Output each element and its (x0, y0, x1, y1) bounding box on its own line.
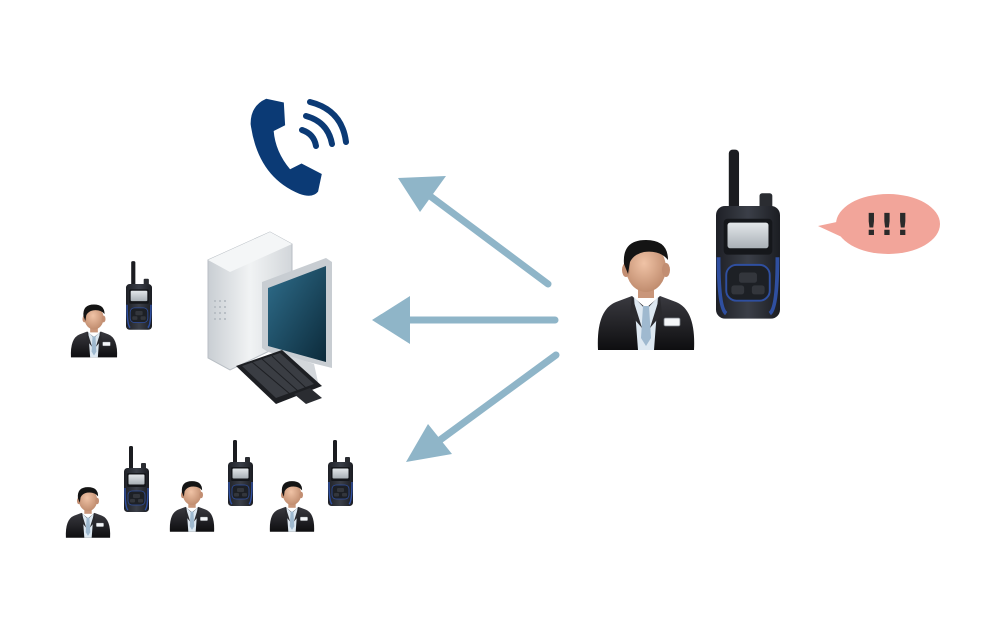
business-person-icon (269, 480, 315, 532)
business-person-icon (169, 480, 215, 532)
radio-group (65, 439, 354, 538)
alert-speech-bubble: !!! (818, 194, 940, 254)
business-person-icon (597, 239, 695, 351)
two-way-radio-icon (125, 260, 153, 331)
business-person-icon (70, 304, 118, 358)
arrow-to-computer (372, 296, 559, 344)
phone-ringing-icon (250, 98, 349, 196)
business-person-icon (65, 486, 111, 538)
alert-text: !!! (864, 208, 911, 243)
radio-user (70, 260, 153, 358)
two-way-radio-icon (227, 439, 254, 507)
arrow-to-radio-groups (406, 351, 560, 462)
two-way-radio-icon (714, 147, 782, 321)
arrow-to-phone (398, 176, 552, 288)
two-way-radio-icon (327, 439, 354, 507)
alerting-radio-user (597, 147, 782, 351)
two-way-radio-icon (123, 445, 150, 513)
desktop-computer-icon (207, 231, 332, 404)
